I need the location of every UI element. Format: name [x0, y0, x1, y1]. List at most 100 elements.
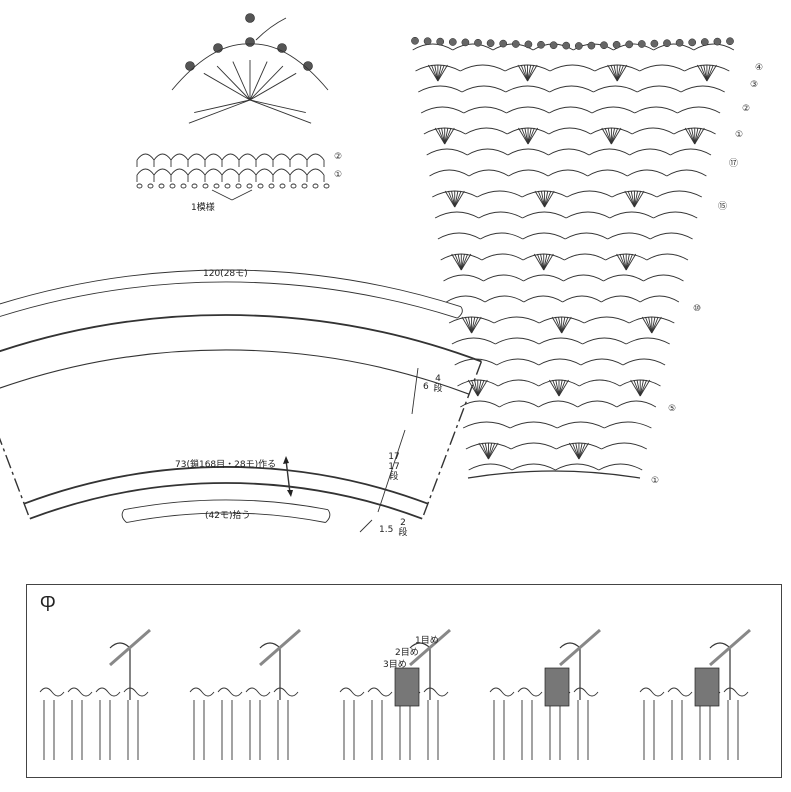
shell-stitch	[536, 253, 545, 271]
shell-stitch	[454, 190, 462, 208]
shell-stitch	[630, 190, 635, 208]
fan-chain-edge	[23, 466, 429, 505]
shell-stitch	[561, 316, 569, 334]
shell-stitch	[636, 379, 641, 397]
shell-stitch	[607, 64, 618, 82]
edge-picot	[637, 40, 646, 48]
shell-stitch	[634, 190, 645, 208]
upper-rows-count: 4 段	[432, 374, 444, 394]
base-stitch	[123, 687, 149, 760]
shell-stitch	[555, 379, 560, 397]
motif-pointer	[255, 17, 287, 41]
shell-stitch	[625, 253, 630, 271]
shell-stitch	[527, 64, 538, 82]
shell-stitch	[641, 316, 653, 334]
shell-stitch	[470, 379, 479, 397]
shell-stitch	[687, 127, 696, 145]
row-mark-1: ①	[334, 170, 343, 180]
lace-row	[429, 169, 707, 177]
shell-stitch	[633, 190, 639, 208]
shell-stitch	[544, 190, 552, 208]
bullion-stitch	[544, 667, 570, 707]
motif-ray	[194, 99, 251, 114]
shell-stitch	[523, 64, 528, 82]
shell-stitch	[461, 316, 472, 334]
base-stitch	[95, 687, 121, 760]
shell-stitch	[561, 316, 572, 334]
row-mark-4-top: ④	[755, 63, 764, 73]
shell-stitch	[616, 64, 621, 82]
technique-panel	[26, 584, 782, 778]
shell-stitch	[561, 316, 566, 334]
crochet-hook	[259, 628, 301, 667]
shell-stitch	[684, 127, 696, 145]
shell-stitch	[521, 127, 529, 145]
edge-picot	[524, 40, 533, 49]
picot-dot	[185, 61, 195, 71]
shell-stitch	[572, 442, 580, 460]
shell-stitch	[651, 316, 659, 334]
main-rows-num: 17	[388, 452, 400, 462]
bottom-band-outer	[123, 499, 329, 511]
dim-line-upper	[411, 367, 419, 415]
shell-stitch	[616, 64, 625, 82]
motif-ray	[249, 99, 306, 114]
shell-stitch	[451, 253, 462, 271]
shell-stitch	[558, 379, 569, 397]
shell-stitch	[575, 442, 580, 460]
lace-row	[426, 148, 712, 156]
lace-row	[412, 43, 735, 51]
shell-stitch	[477, 379, 485, 397]
edge-picot	[600, 41, 608, 50]
base-stitch	[67, 687, 93, 760]
edge-picot	[574, 42, 583, 50]
shell-stitch	[558, 379, 563, 397]
shell-stitch	[610, 127, 619, 145]
shell-stitch	[578, 442, 583, 460]
shell-stitch	[633, 379, 641, 397]
lace-row	[443, 274, 684, 282]
motif-ray	[216, 65, 251, 101]
shell-stitch	[552, 379, 560, 397]
shell-stitch	[447, 190, 456, 208]
edge-picot	[562, 41, 571, 50]
base-stitch	[339, 687, 365, 760]
edge-picot	[675, 38, 684, 47]
shell-stitch	[457, 253, 462, 271]
bullion-stitch	[694, 667, 720, 707]
shell-stitch	[441, 127, 446, 145]
picot-dot	[245, 37, 255, 47]
edging-foundation-chain	[136, 183, 330, 189]
shell-stitch	[622, 253, 627, 271]
edging-row-2	[136, 153, 325, 161]
edge-picot	[486, 39, 495, 48]
shell-stitch	[527, 127, 535, 145]
shell-stitch	[481, 442, 489, 460]
shell-stitch	[540, 253, 545, 271]
shell-stitch	[444, 127, 452, 145]
shell-stitch	[706, 64, 717, 82]
motif-ray	[249, 72, 297, 101]
shell-stitch	[454, 190, 459, 208]
edge-picot	[474, 38, 482, 47]
shell-stitch	[467, 379, 479, 397]
shell-stitch	[610, 127, 616, 145]
base-stitch	[639, 687, 665, 760]
shell-stitch	[488, 442, 496, 460]
lace-row	[423, 127, 716, 135]
base-stitch	[667, 687, 693, 760]
shell-stitch	[696, 64, 708, 82]
lace-row	[420, 106, 721, 114]
shell-stitch	[604, 127, 612, 145]
fan-bottom-edge	[29, 482, 423, 520]
row-mark-2-top: ②	[742, 104, 751, 114]
shell-stitch	[544, 190, 549, 208]
shell-stitch	[616, 64, 628, 82]
bottom-band-inner	[126, 512, 326, 523]
pickup-label: (42モ)拾う	[205, 511, 251, 521]
fan-right-side	[421, 361, 483, 519]
motif-ray	[188, 99, 251, 124]
base-stitch	[423, 687, 449, 760]
picot-dot	[303, 61, 313, 71]
shell-stitch	[625, 253, 634, 271]
